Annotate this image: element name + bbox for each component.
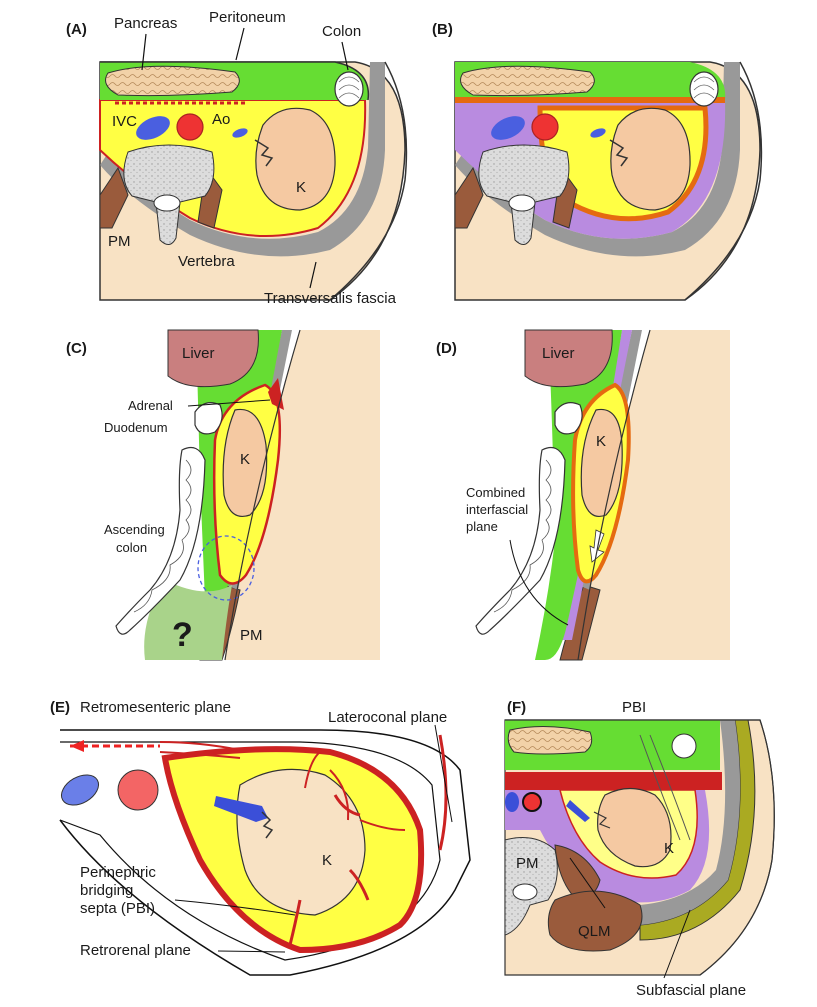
panel-d-combined-label-2: interfascial bbox=[466, 502, 528, 517]
panel-d-liver bbox=[524, 329, 613, 388]
panel-e-lateroconal-label: Lateroconal plane bbox=[328, 709, 447, 726]
panel-b-kidney bbox=[610, 107, 691, 211]
panel-a-peritoneum-label: Peritoneum bbox=[209, 9, 286, 26]
panel-a-letter: (A) bbox=[66, 21, 87, 38]
panel-e-lateroconal-line bbox=[438, 734, 448, 851]
panel-e-perinephric-label-3: septa (PBI) bbox=[80, 900, 155, 917]
panel-b-letter: (B) bbox=[432, 21, 453, 38]
panel-c-liver-label: Liver bbox=[182, 345, 215, 362]
panel-c-duodenum-label: Duodenum bbox=[104, 420, 168, 435]
panel-b-renal-vein bbox=[590, 128, 606, 138]
panel-c-duodenum bbox=[194, 402, 223, 435]
panel-f-kidney-label: K bbox=[664, 840, 674, 857]
panel-f-pancreas bbox=[507, 725, 593, 755]
panel-d-kidney bbox=[580, 408, 623, 517]
panel-b-aorta bbox=[531, 113, 559, 141]
panel-d: (D) Liver K Combined interfascial plane bbox=[436, 329, 730, 661]
panel-f-pm-label: PM bbox=[516, 855, 539, 872]
panel-e-retrorenal-label: Retrorenal plane bbox=[80, 942, 191, 959]
panel-c-ascending-label-2: colon bbox=[116, 540, 147, 555]
panel-a-vertebra-label: Vertebra bbox=[178, 253, 235, 270]
panel-f: (F) PBI PM K QLM Subfascial plane bbox=[504, 699, 775, 999]
panel-c-skin bbox=[225, 330, 380, 660]
panel-d-white-arrow bbox=[589, 529, 605, 563]
panel-a-transversalis-label: Transversalis fascia bbox=[264, 290, 397, 307]
panel-c-liver bbox=[167, 329, 259, 388]
panel-a-ivc-label: IVC bbox=[112, 113, 137, 130]
panel-e: (E) Retromesenteric plane Lateroconal pl… bbox=[50, 699, 471, 976]
panel-c-ascending-label-1: Ascending bbox=[104, 522, 165, 537]
panel-e-septa-1 bbox=[329, 769, 350, 821]
panel-d-combined-label-3: plane bbox=[466, 519, 498, 534]
panel-d-ascending-colon bbox=[475, 447, 566, 635]
panel-a-kidney-label: K bbox=[296, 179, 306, 196]
panel-e-retromesenteric-lines bbox=[159, 741, 241, 759]
panel-f-kidney bbox=[597, 787, 672, 868]
panel-e-renal-vein bbox=[214, 796, 268, 822]
panel-c-outer-skin bbox=[224, 329, 301, 661]
panel-c: (C) Liver Adrenal Duodenum K Ascending c… bbox=[66, 329, 380, 661]
panel-a-ao-label: Ao bbox=[212, 111, 230, 128]
panel-f-colon bbox=[671, 733, 697, 759]
panel-c-ascending-colon bbox=[115, 447, 206, 635]
panel-b-colon bbox=[689, 71, 719, 107]
panel-f-letter: (F) bbox=[507, 699, 526, 716]
panel-e-aorta bbox=[117, 769, 159, 811]
panel-d-letter: (D) bbox=[436, 340, 457, 357]
panel-d-skin bbox=[578, 330, 730, 660]
panel-f-renal-vein bbox=[566, 800, 590, 822]
panel-c-kidney-label: K bbox=[240, 451, 250, 468]
panel-c-question-circle bbox=[197, 535, 255, 601]
panel-e-kidney bbox=[236, 768, 366, 916]
panel-e-kidney-label: K bbox=[322, 852, 332, 869]
panel-a-pancreas-label: Pancreas bbox=[114, 15, 177, 32]
panel-f-ivc bbox=[505, 792, 519, 812]
panel-d-combined-label-1: Combined bbox=[466, 485, 525, 500]
panel-a-renal-vein bbox=[232, 128, 248, 138]
panel-e-perinephric-label-2: bridging bbox=[80, 882, 133, 899]
panel-d-duodenum bbox=[554, 402, 583, 435]
panel-b: (B) bbox=[432, 21, 763, 301]
panel-c-question-mark: ? bbox=[172, 616, 193, 654]
panel-a-psoas-left bbox=[99, 166, 129, 229]
panel-d-liver-label: Liver bbox=[542, 345, 575, 362]
panel-a-kidney bbox=[255, 107, 336, 211]
panel-e-retromesenteric-label: Retromesenteric plane bbox=[80, 699, 231, 716]
panel-f-subfascial-label: Subfascial plane bbox=[636, 982, 746, 999]
panel-f-transversalis bbox=[640, 720, 741, 925]
panel-b-psoas-left bbox=[454, 166, 484, 229]
panel-b-pancreas bbox=[460, 65, 595, 97]
panel-e-ivc bbox=[61, 774, 99, 806]
panel-a-pm-label: PM bbox=[108, 233, 131, 250]
panel-a-colon bbox=[334, 71, 364, 107]
panel-f-qlm bbox=[547, 890, 643, 952]
panel-d-kidney-label: K bbox=[596, 433, 606, 450]
panel-c-adrenal-label: Adrenal bbox=[128, 398, 173, 413]
panel-f-pbi-label: PBI bbox=[622, 699, 646, 716]
panel-c-kidney bbox=[222, 408, 268, 517]
panel-a-outer-skin bbox=[329, 61, 408, 301]
panel-f-aorta bbox=[522, 792, 542, 812]
panel-e-outer-contour bbox=[59, 729, 471, 976]
panel-a-aorta bbox=[176, 113, 204, 141]
panel-a-pancreas bbox=[105, 65, 240, 97]
panel-c-pararenal bbox=[144, 580, 232, 660]
panel-e-letter: (E) bbox=[50, 699, 70, 716]
panel-c-pm-label: PM bbox=[240, 627, 263, 644]
panel-b-ivc bbox=[491, 116, 525, 140]
panel-a: (A) Pancreas Peritoneum Colon IVC Ao K P… bbox=[66, 9, 408, 307]
panel-a-ivc bbox=[136, 116, 170, 140]
panel-a-peritoneum-line bbox=[100, 61, 370, 101]
panel-e-perinephric-label-1: Perinephric bbox=[80, 864, 156, 881]
panel-f-qlm-label: QLM bbox=[578, 923, 611, 940]
panel-f-red-fascia bbox=[505, 772, 722, 790]
panel-c-letter: (C) bbox=[66, 340, 87, 357]
panel-a-colon-label: Colon bbox=[322, 23, 361, 40]
